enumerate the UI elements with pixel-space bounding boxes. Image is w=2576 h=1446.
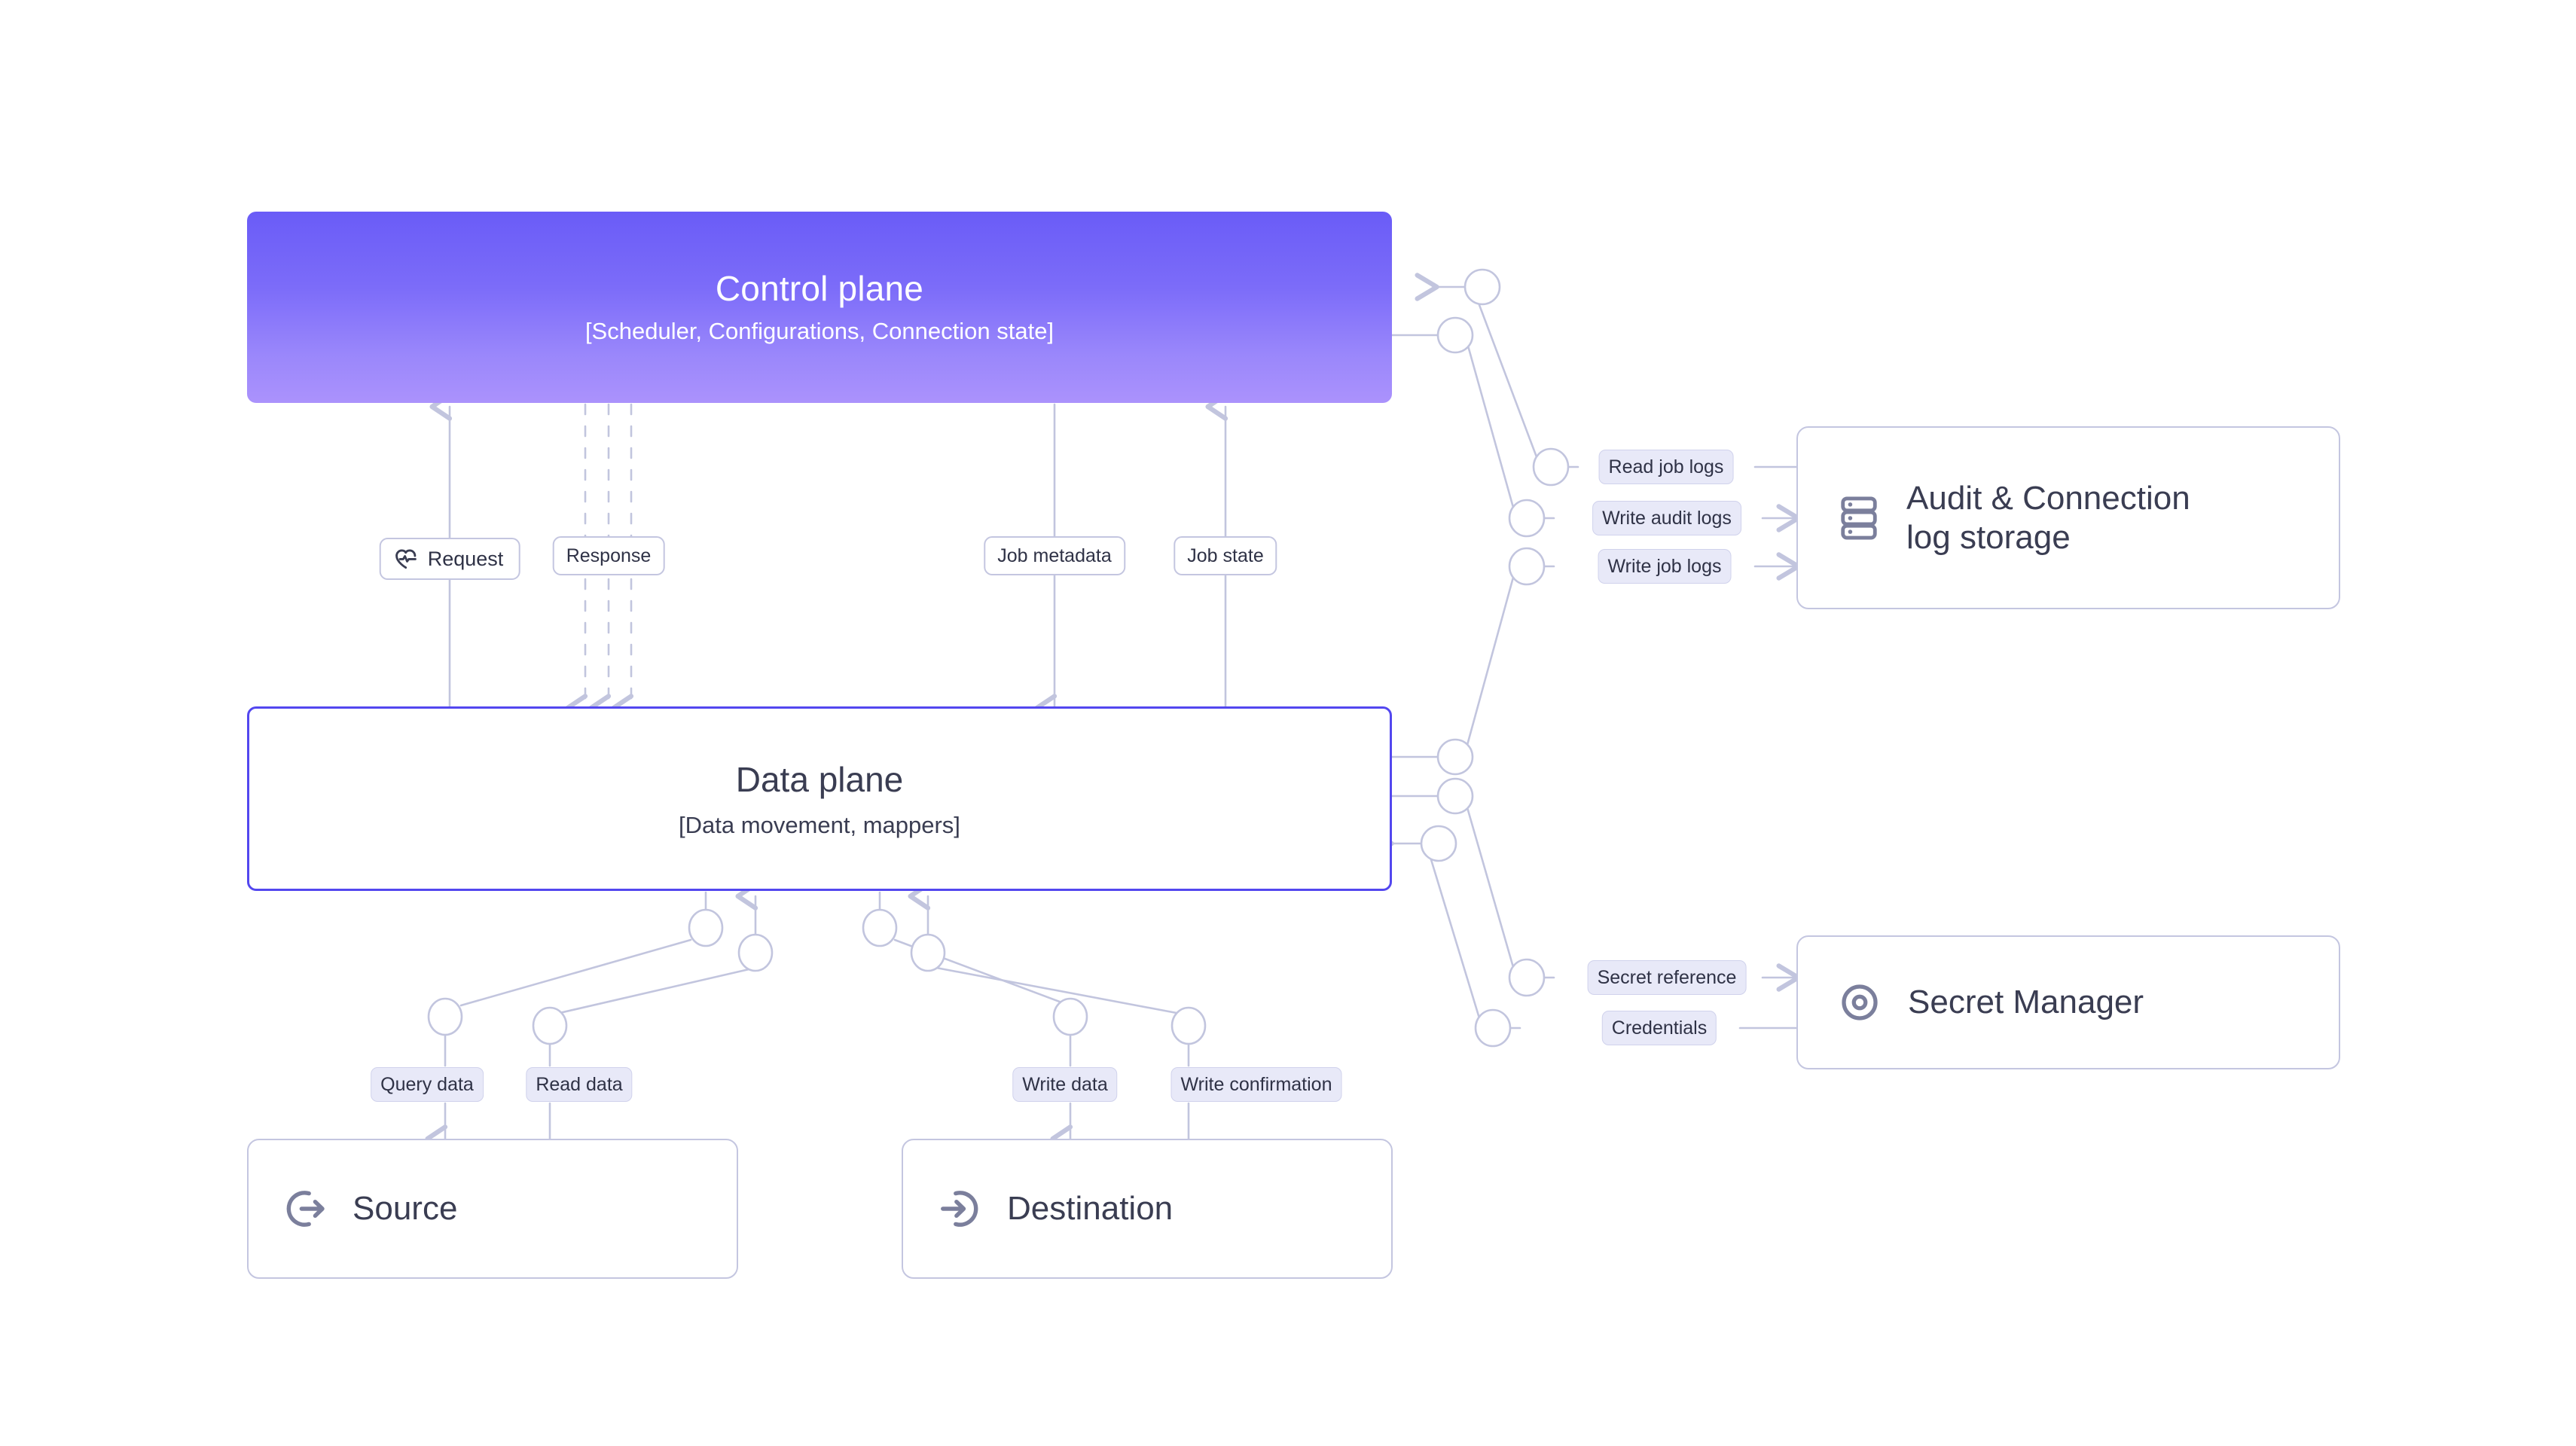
edge-label-job-metadata[interactable]: Job metadata <box>984 536 1125 575</box>
node-source[interactable]: Source <box>247 1139 738 1279</box>
connector-credentials-label <box>1474 1008 1512 1048</box>
connector-write-audit-logs-label <box>1508 499 1546 538</box>
edge-query-data-diag <box>459 938 692 1007</box>
arrow-in-circle-icon <box>936 1185 983 1232</box>
connector-secret-reference-dp <box>1436 777 1474 815</box>
control-plane-title: Control plane <box>715 268 924 308</box>
connector-credentials-dp <box>1420 825 1457 862</box>
node-data-plane[interactable]: Data plane [Data movement, mappers] <box>247 706 1392 891</box>
edge-label-response[interactable]: Response <box>552 536 665 575</box>
eye-target-icon <box>1837 980 1882 1025</box>
edge-label-write-data[interactable]: Write data <box>1012 1067 1118 1102</box>
connector-read-job-logs-cp <box>1463 268 1501 306</box>
edge-read-job-logs-diag <box>1471 285 1542 468</box>
edge-label-read-job-logs-text: Read job logs <box>1608 456 1724 477</box>
edge-label-secret-reference-text: Secret reference <box>1597 966 1737 988</box>
edge-label-credentials[interactable]: Credentials <box>1601 1011 1717 1045</box>
control-plane-subtitle: [Scheduler, Configurations, Connection s… <box>584 318 1055 345</box>
node-secret-manager[interactable]: Secret Manager <box>1796 935 2340 1069</box>
pulse-heart-icon <box>393 546 419 572</box>
connector-write-job-logs-dp <box>1436 738 1474 776</box>
server-stack-icon <box>1837 494 1881 542</box>
edge-credentials-diag <box>1426 846 1484 1030</box>
edge-label-job-state[interactable]: Job state <box>1174 536 1277 575</box>
edge-label-write-audit-logs[interactable]: Write audit logs <box>1592 501 1741 535</box>
edge-label-query-data[interactable]: Query data <box>371 1067 484 1102</box>
connector-write-audit-logs-cp <box>1436 316 1474 354</box>
edge-read-data-diag <box>548 966 757 1017</box>
connector-secret-reference-label <box>1508 958 1546 997</box>
edge-label-credentials-text: Credentials <box>1611 1017 1708 1039</box>
edge-label-query-data-text: Query data <box>380 1073 474 1095</box>
connector-write-confirmation-bottom <box>1170 1006 1207 1045</box>
node-control-plane[interactable]: Control plane [Scheduler, Configurations… <box>247 212 1392 403</box>
edge-secret-reference-diag <box>1463 798 1518 979</box>
edge-label-write-job-logs[interactable]: Write job logs <box>1598 549 1732 584</box>
edge-label-response-text: Response <box>566 545 652 566</box>
edge-label-read-data-text: Read data <box>536 1073 623 1095</box>
edge-label-secret-reference[interactable]: Secret reference <box>1587 960 1747 995</box>
edge-label-job-metadata-text: Job metadata <box>997 545 1112 566</box>
edge-label-write-audit-logs-text: Write audit logs <box>1602 507 1732 529</box>
audit-log-storage-line-1: Audit & Connection <box>1906 479 2190 517</box>
connector-query-data-top <box>688 908 724 947</box>
connector-read-data-top <box>737 933 774 972</box>
data-plane-subtitle: [Data movement, mappers] <box>679 811 960 838</box>
edge-label-write-data-text: Write data <box>1022 1073 1108 1095</box>
audit-log-storage-label: Audit & Connection log storage <box>1906 479 2190 557</box>
edge-label-read-job-logs[interactable]: Read job logs <box>1598 450 1734 484</box>
edge-label-job-state-text: Job state <box>1187 545 1264 566</box>
edge-label-request-text: Request <box>427 547 504 570</box>
edge-write-audit-logs-diag <box>1463 334 1518 520</box>
connector-read-job-logs-label <box>1532 447 1570 487</box>
edge-label-request[interactable]: Request <box>379 538 520 580</box>
data-plane-title: Data plane <box>735 759 904 799</box>
edge-write-confirmation-diag <box>935 966 1190 1017</box>
edge-label-write-confirmation-text: Write confirmation <box>1180 1073 1332 1095</box>
connector-write-data-bottom <box>1052 997 1088 1036</box>
connector-write-data-top <box>862 908 898 947</box>
connector-query-data-bottom <box>427 997 463 1036</box>
destination-label: Destination <box>1007 1190 1174 1228</box>
edge-label-write-confirmation[interactable]: Write confirmation <box>1170 1067 1342 1102</box>
connector-read-data-bottom <box>532 1006 568 1045</box>
connector-write-job-logs-label <box>1508 547 1546 586</box>
audit-log-storage-line-2: log storage <box>1906 518 2071 556</box>
connector-write-confirmation-top <box>910 933 946 972</box>
edge-write-job-logs-diag <box>1463 565 1518 755</box>
node-destination[interactable]: Destination <box>902 1139 1393 1279</box>
secret-manager-label: Secret Manager <box>1908 984 2144 1021</box>
edge-label-read-data[interactable]: Read data <box>526 1067 633 1102</box>
arrow-out-circle-icon <box>282 1185 328 1232</box>
node-audit-log-storage[interactable]: Audit & Connection log storage <box>1796 426 2340 609</box>
source-label: Source <box>353 1190 458 1228</box>
edge-label-write-job-logs-text: Write job logs <box>1607 555 1722 577</box>
